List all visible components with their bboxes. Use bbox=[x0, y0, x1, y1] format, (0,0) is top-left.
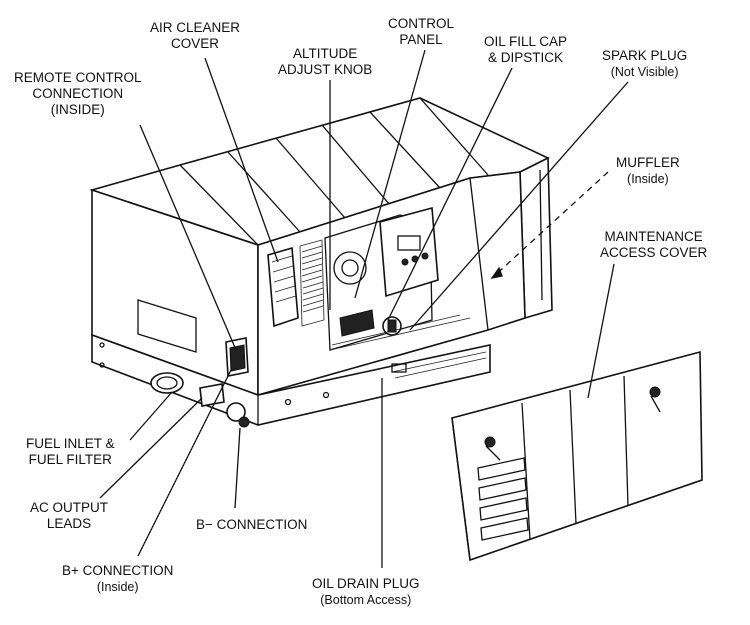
label-b-minus-connection: B− CONNECTION bbox=[196, 517, 308, 532]
label-spark-plug: SPARK PLUG(Not Visible) bbox=[602, 48, 688, 79]
leader-lines bbox=[99, 49, 629, 568]
engine-compartment bbox=[225, 206, 487, 379]
label-b-plus-connection: B+ CONNECTION(Inside) bbox=[62, 563, 174, 594]
maintenance-access-cover bbox=[451, 350, 703, 562]
label-oil-fill-cap: OIL FILL CAP& DIPSTICK bbox=[484, 34, 568, 65]
label-muffler: MUFFLER(Inside) bbox=[616, 155, 680, 186]
label-fuel-inlet: FUEL INLET &FUEL FILTER bbox=[26, 436, 115, 467]
label-oil-drain-plug: OIL DRAIN PLUG(Bottom Access) bbox=[312, 576, 420, 607]
base-connections bbox=[150, 372, 250, 428]
